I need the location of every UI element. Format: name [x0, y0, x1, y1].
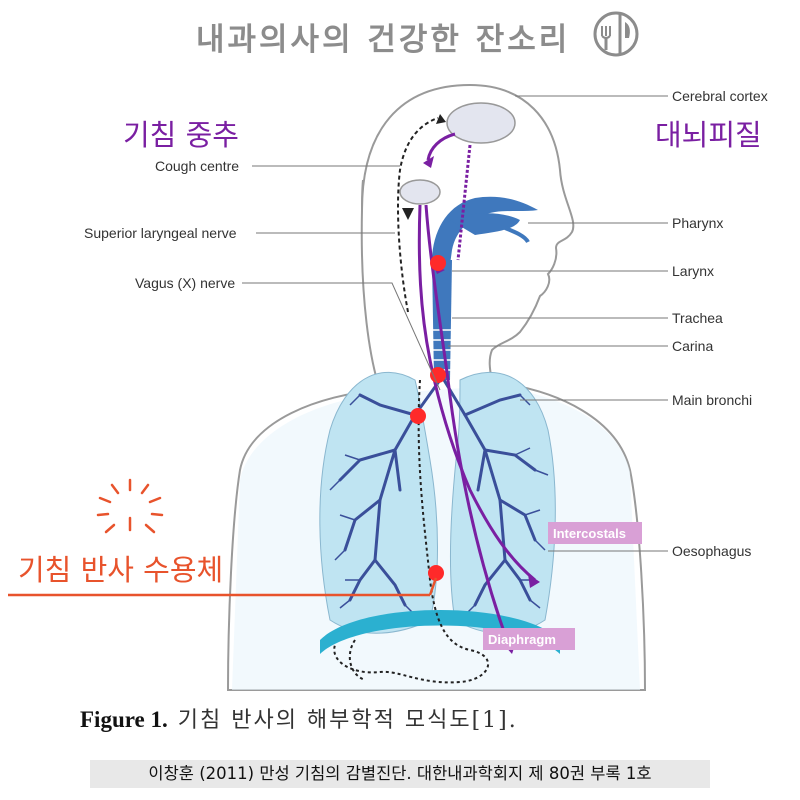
- receptor-dot-carina: [430, 367, 446, 383]
- tag-intercostals: Intercostals: [553, 526, 626, 541]
- figure-caption: Figure 1. 기침 반사의 해부학적 모식도[1].: [80, 702, 780, 734]
- cerebral-cortex-oval: [446, 102, 516, 144]
- korean-cough-centre: 기침 중추: [123, 118, 239, 152]
- korean-cerebral-cortex: 대뇌피질: [655, 118, 762, 152]
- receptor-dot-diaphragm: [428, 565, 444, 581]
- dashed-arrow-to-centre: [397, 117, 439, 313]
- receptor-dot-bronchus: [410, 408, 426, 424]
- leader-lines: [242, 95, 668, 552]
- cough-reflex-diagram: Cough centre Superior laryngeal nerve Va…: [8, 83, 768, 691]
- label-cerebral-cortex: Cerebral cortex: [672, 88, 768, 104]
- label-pharynx: Pharynx: [672, 215, 723, 231]
- tag-diaphragm-bg: [483, 628, 575, 650]
- citation: 이창훈 (2011) 만성 기침의 감별진단. 대한내과학회지 제 80권 부록…: [90, 760, 710, 788]
- fork-knife-circle-icon: [593, 11, 639, 57]
- tag-intercostals-bg: [548, 522, 642, 544]
- tag-diaphragm: Diaphragm: [488, 632, 556, 647]
- cortex-to-centre-arrow: [426, 132, 456, 161]
- label-larynx: Larynx: [672, 263, 714, 279]
- caption-text: 기침 반사의 해부학적 모식도[1].: [177, 708, 518, 733]
- label-superior-laryngeal-nerve: Superior laryngeal nerve: [84, 225, 237, 241]
- receptor-sunburst-icon: [96, 478, 164, 534]
- oesophagus-dotted-path: [333, 379, 490, 684]
- page-title: 내과의사의 건강한 잔소리: [196, 22, 571, 58]
- cough-centre-oval: [399, 179, 441, 205]
- label-carina: Carina: [672, 338, 713, 354]
- label-main-bronchi: Main bronchi: [672, 392, 752, 408]
- header: 내과의사의 건강한 잔소리: [0, 8, 800, 60]
- label-trachea: Trachea: [672, 310, 723, 326]
- efferent-path: [417, 204, 536, 582]
- receptor-dot-larynx: [430, 255, 446, 271]
- korean-receptor: 기침 반사 수용체: [18, 553, 223, 587]
- label-cough-centre: Cough centre: [155, 158, 239, 174]
- figure-label: Figure 1.: [80, 707, 168, 732]
- label-oesophagus: Oesophagus: [672, 543, 751, 559]
- label-vagus-nerve: Vagus (X) nerve: [135, 275, 235, 291]
